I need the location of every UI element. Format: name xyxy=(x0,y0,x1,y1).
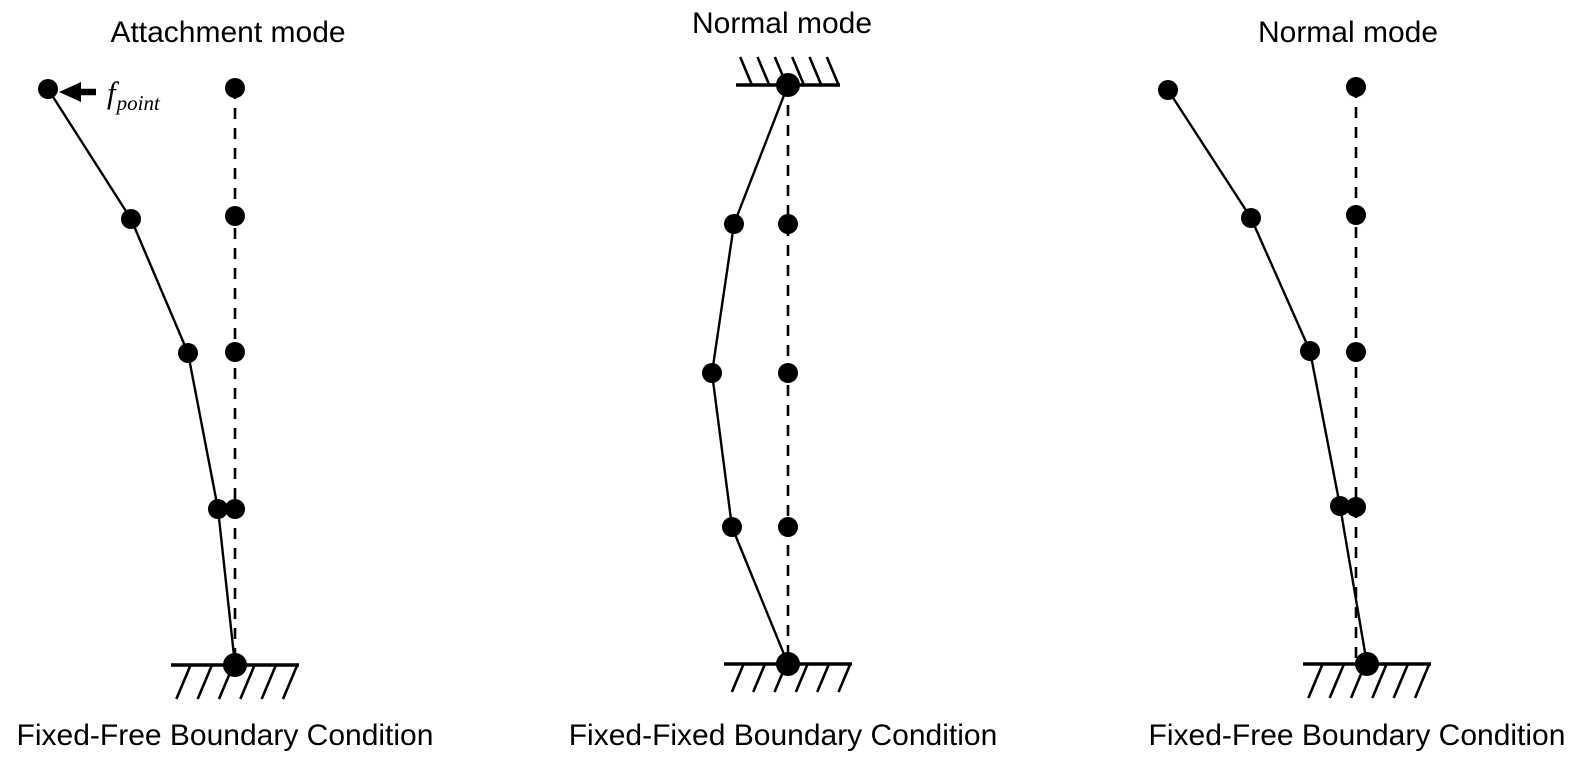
deformed-shape-line xyxy=(46,87,237,667)
deformed-node-dot xyxy=(223,653,247,677)
ground-hatch-stroke xyxy=(1371,663,1388,699)
ground-hatch-stroke xyxy=(790,56,806,86)
ground-hatch-stroke xyxy=(808,56,823,86)
reference-node-dot xyxy=(1346,342,1366,362)
deformed-node-dot xyxy=(1300,341,1320,361)
reference-node-dot xyxy=(778,517,798,537)
deformed-node-dot xyxy=(702,363,722,383)
ground-hatch-stroke xyxy=(730,663,745,693)
ground-hatch-stroke xyxy=(816,663,831,693)
reference-node-dot xyxy=(225,342,245,362)
panel-caption: Fixed-Fixed Boundary Condition xyxy=(569,719,998,752)
deformed-node-dot xyxy=(178,343,198,363)
ground-hatch-stroke xyxy=(794,663,809,693)
deformed-node-dot xyxy=(38,79,58,99)
reference-node-dot xyxy=(225,78,245,98)
panel-caption: Fixed-Free Boundary Condition xyxy=(17,719,434,752)
ground-hatch-stroke xyxy=(756,56,771,86)
point-force-arrow xyxy=(59,82,96,102)
deformed-node-dot xyxy=(121,209,141,229)
deformed-node-dot xyxy=(1158,80,1178,100)
ground-hatch-stroke xyxy=(281,664,299,700)
reference-node-dot xyxy=(225,206,245,226)
force-label: fpoint xyxy=(107,75,161,115)
panel-caption: Fixed-Free Boundary Condition xyxy=(1149,719,1566,752)
ground-hatch-stroke xyxy=(196,664,214,700)
deformed-node-dot xyxy=(776,652,800,676)
deformed-node-dot xyxy=(1330,496,1350,516)
deformed-shape-line xyxy=(1166,88,1369,666)
force-label-subscript: point xyxy=(115,91,161,115)
reference-node-dot xyxy=(778,214,798,234)
panel-title: Attachment mode xyxy=(110,16,345,49)
deformed-node-dot xyxy=(1241,208,1261,228)
ground-hatch-stroke xyxy=(738,56,754,86)
reference-node-dot xyxy=(225,499,245,519)
deformed-node-dot xyxy=(722,517,742,537)
deformed-node-dot xyxy=(776,73,800,97)
ground-hatch-stroke xyxy=(1392,663,1410,699)
ground-hatch-stroke xyxy=(239,664,256,700)
deformed-node-dot xyxy=(1355,652,1379,676)
deformed-node-dot xyxy=(724,214,744,234)
ground-hatch-stroke xyxy=(260,664,278,700)
force-arrow-head xyxy=(59,82,81,102)
panel-title: Normal mode xyxy=(692,7,872,40)
reference-node-dot xyxy=(1346,77,1366,97)
ground-hatch-stroke xyxy=(175,664,192,700)
ground-hatch-stroke xyxy=(825,56,840,86)
ground-hatch-stroke xyxy=(1307,663,1324,699)
ground-hatch-stroke xyxy=(1413,663,1431,699)
panel-title: Normal mode xyxy=(1258,16,1438,49)
deformed-shape-line xyxy=(710,83,790,666)
ground-hatch-stroke xyxy=(752,663,767,693)
ground-hatch-stroke xyxy=(1328,663,1346,699)
deformed-node-dot xyxy=(208,499,228,519)
reference-node-dot xyxy=(778,363,798,383)
reference-node-dot xyxy=(1346,205,1366,225)
ground-hatch-stroke xyxy=(837,663,852,693)
reference-node-dot xyxy=(1346,497,1366,517)
